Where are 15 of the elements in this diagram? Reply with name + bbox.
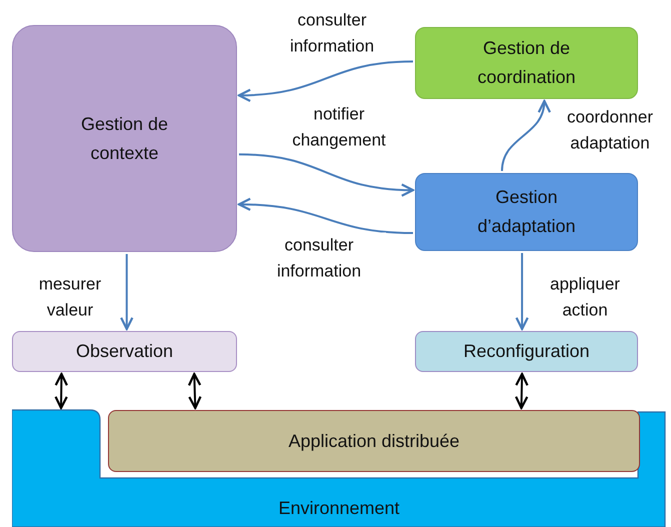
process-box: Gestion de coordination — [415, 27, 638, 99]
component-box: Observation — [12, 331, 237, 372]
arrow — [120, 254, 134, 330]
arrow — [500, 100, 550, 172]
arrow — [238, 198, 414, 234]
arrow — [238, 153, 414, 196]
process-box: Gestion d’adaptation — [415, 173, 638, 251]
arrow — [514, 372, 529, 410]
arrow — [188, 372, 202, 410]
arrow — [54, 372, 68, 410]
application-box: Application distribuée — [108, 410, 640, 472]
component-box: Reconfiguration — [415, 331, 638, 372]
arrow — [515, 253, 529, 330]
context-box: Gestion de contexte — [12, 25, 237, 252]
arrow — [238, 60, 414, 102]
